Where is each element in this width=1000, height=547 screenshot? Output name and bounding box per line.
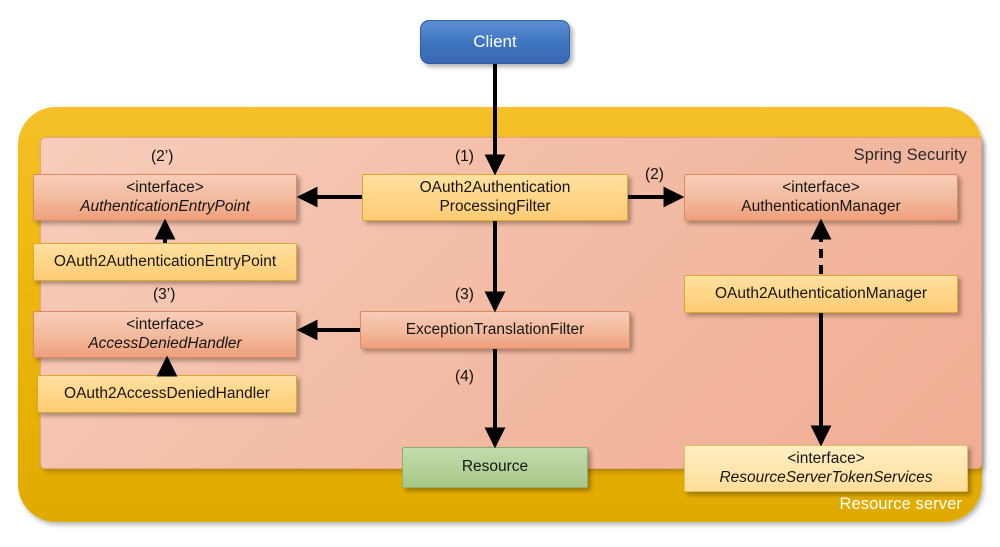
stereotype-label: <interface> bbox=[787, 450, 865, 468]
step-label-2: (2) bbox=[645, 166, 664, 183]
interface-name-label: AccessDeniedHandler bbox=[88, 334, 242, 352]
node-label: Resource bbox=[461, 458, 529, 476]
node-oauth2-authentication-manager[interactable]: OAuth2AuthenticationManager bbox=[684, 275, 958, 313]
panel-spring-security-caption: Spring Security bbox=[853, 146, 967, 164]
interface-name-label: AuthenticationEntryPoint bbox=[80, 197, 250, 215]
interface-name-label: ResourceServerTokenServices bbox=[719, 468, 933, 486]
panel-resource-server-caption: Resource server bbox=[839, 495, 962, 513]
step-label-3-prime: (3’) bbox=[153, 286, 176, 303]
stereotype-label: <interface> bbox=[126, 316, 204, 334]
step-label-4: (4) bbox=[455, 368, 474, 385]
node-authentication-entry-point-interface[interactable]: <interface> AuthenticationEntryPoint bbox=[33, 174, 297, 221]
node-label: OAuth2AccessDeniedHandler bbox=[64, 384, 270, 402]
node-client-label: Client bbox=[473, 31, 517, 51]
node-oauth2-access-denied-handler[interactable]: OAuth2AccessDeniedHandler bbox=[37, 375, 297, 413]
node-oauth2-authentication-processing-filter[interactable]: OAuth2Authentication ProcessingFilter bbox=[362, 174, 628, 221]
node-resource[interactable]: Resource bbox=[402, 447, 588, 488]
interface-name-label: AuthenticationManager bbox=[741, 197, 901, 215]
node-label-line1: OAuth2Authentication bbox=[419, 179, 571, 197]
node-exception-translation-filter[interactable]: ExceptionTranslationFilter bbox=[360, 311, 630, 349]
node-label: ExceptionTranslationFilter bbox=[405, 320, 585, 338]
node-label: OAuth2AuthenticationEntryPoint bbox=[53, 252, 277, 270]
node-oauth2-authentication-entry-point[interactable]: OAuth2AuthenticationEntryPoint bbox=[33, 243, 297, 281]
node-label: OAuth2AuthenticationManager bbox=[715, 284, 927, 302]
node-authentication-manager-interface[interactable]: <interface> AuthenticationManager bbox=[684, 174, 958, 221]
step-label-3: (3) bbox=[455, 286, 474, 303]
node-access-denied-handler-interface[interactable]: <interface> AccessDeniedHandler bbox=[33, 311, 297, 358]
node-resource-server-token-services[interactable]: <interface> ResourceServerTokenServices bbox=[684, 445, 968, 492]
stereotype-label: <interface> bbox=[782, 179, 860, 197]
step-label-2-prime: (2’) bbox=[151, 148, 174, 165]
node-client[interactable]: Client bbox=[420, 20, 570, 64]
step-label-1: (1) bbox=[455, 148, 474, 165]
node-label-line2: ProcessingFilter bbox=[439, 197, 551, 215]
stereotype-label: <interface> bbox=[126, 179, 204, 197]
